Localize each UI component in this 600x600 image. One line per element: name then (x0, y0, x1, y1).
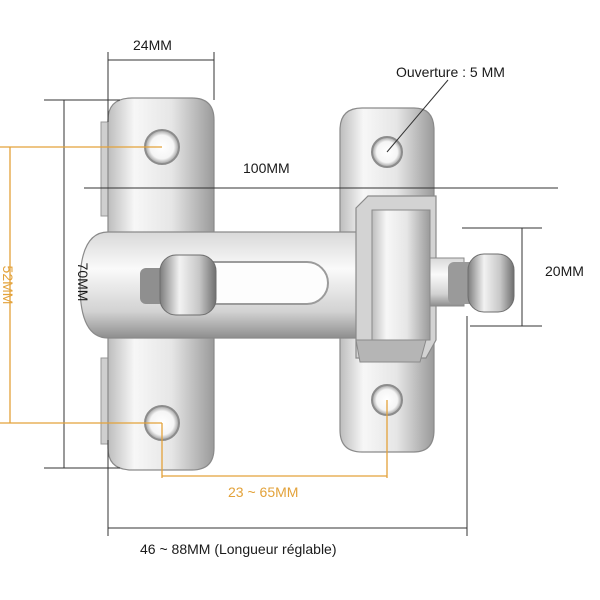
opening-label: Ouverture : 5 MM (396, 64, 505, 80)
center-adjust-label: 23 ~ 65MM (228, 484, 299, 500)
slide-knob (159, 254, 217, 316)
length-total-label: 100MM (243, 160, 290, 176)
width-top-label: 24MM (133, 37, 172, 53)
bolt-height-label: 20MM (545, 263, 584, 279)
sliding-bar (79, 231, 361, 339)
dimension-lines (44, 52, 558, 536)
latch-keeper-bracket (355, 195, 437, 363)
bolt-end (429, 253, 515, 313)
height-total-label: 70MM (75, 262, 91, 302)
hole-spacing-label: 52MM (0, 265, 16, 305)
adjustable-length-label: 46 ~ 88MM (Longueur réglable) (140, 541, 337, 557)
accent-dimension-lines (0, 146, 388, 478)
